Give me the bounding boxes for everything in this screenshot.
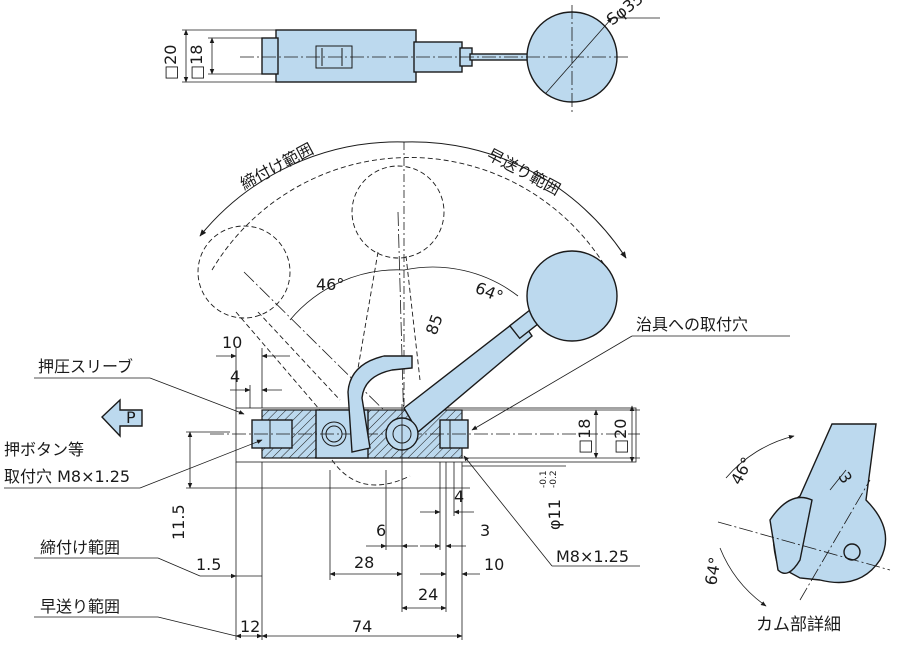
arc-clamp-label: 締付け範囲 <box>237 139 317 193</box>
angle-46-label: 46° <box>316 275 344 294</box>
ball-dim-label: Sφ35 <box>603 0 647 29</box>
top-body <box>275 29 417 83</box>
dim-phi11: φ11 <box>545 499 564 530</box>
dim-74: 74 <box>352 617 372 636</box>
callouts: 治具への取付穴 押圧スリーブ 押ボタン等 取付穴 M8×1.25 M8×1.25 <box>4 315 790 567</box>
cam-angle-64: 64° <box>701 555 725 586</box>
cam-angle-46: 46° <box>727 454 757 488</box>
dim-1-5: 1.5 <box>196 555 221 574</box>
lever-ball <box>526 250 618 342</box>
mount-hole-label: 取付穴 M8×1.25 <box>4 467 130 486</box>
cam-hook <box>347 355 413 453</box>
dim-tol-upper: -0.1 <box>539 470 549 488</box>
lever-arm <box>403 316 533 434</box>
dim-tol-lower: -0.2 <box>549 470 559 488</box>
dim-6: 6 <box>376 521 386 540</box>
top-square-outer: □20 <box>161 45 180 80</box>
top-square-inner: □18 <box>187 45 206 80</box>
cam-detail: 46° 64° 3 カム部詳細 <box>701 423 891 635</box>
dim-24: 24 <box>418 585 438 604</box>
main-body <box>210 250 640 470</box>
jig-hole-label: 治具への取付穴 <box>636 315 748 334</box>
top-view: Sφ35 □20 □18 <box>161 0 660 112</box>
push-sleeve-label: 押圧スリーブ <box>38 357 133 376</box>
dim-4b: 4 <box>454 487 464 506</box>
angle-64-label: 64° <box>473 278 506 306</box>
push-button-label: 押ボタン等 <box>4 440 84 459</box>
arc-quick-label: 早送り範囲 <box>484 145 564 199</box>
dim-4a: 4 <box>230 367 240 386</box>
dim-sq18: □18 <box>575 419 594 454</box>
cam-detail-title: カム部詳細 <box>756 615 841 635</box>
direction-label: P <box>126 408 136 427</box>
bottom-quick-label: 早送り範囲 <box>40 597 120 616</box>
dim-11-5: 11.5 <box>169 504 188 540</box>
dim-28: 28 <box>354 553 374 572</box>
direction-arrow: P <box>101 398 143 438</box>
dim-10a: 10 <box>222 333 242 352</box>
dim-3: 3 <box>480 521 490 540</box>
thread-label: M8×1.25 <box>556 547 629 566</box>
dim-12: 12 <box>240 617 260 636</box>
dim-10b: 10 <box>484 555 504 574</box>
bottom-clamp-label: 締付け範囲 <box>40 538 120 557</box>
dim-sq20: □20 <box>611 419 630 454</box>
radius-85-label: 85 <box>422 312 447 338</box>
ghost-positions <box>197 165 573 486</box>
dimensions: 10 4 11.5 1.5 12 74 28 6 <box>34 333 640 640</box>
